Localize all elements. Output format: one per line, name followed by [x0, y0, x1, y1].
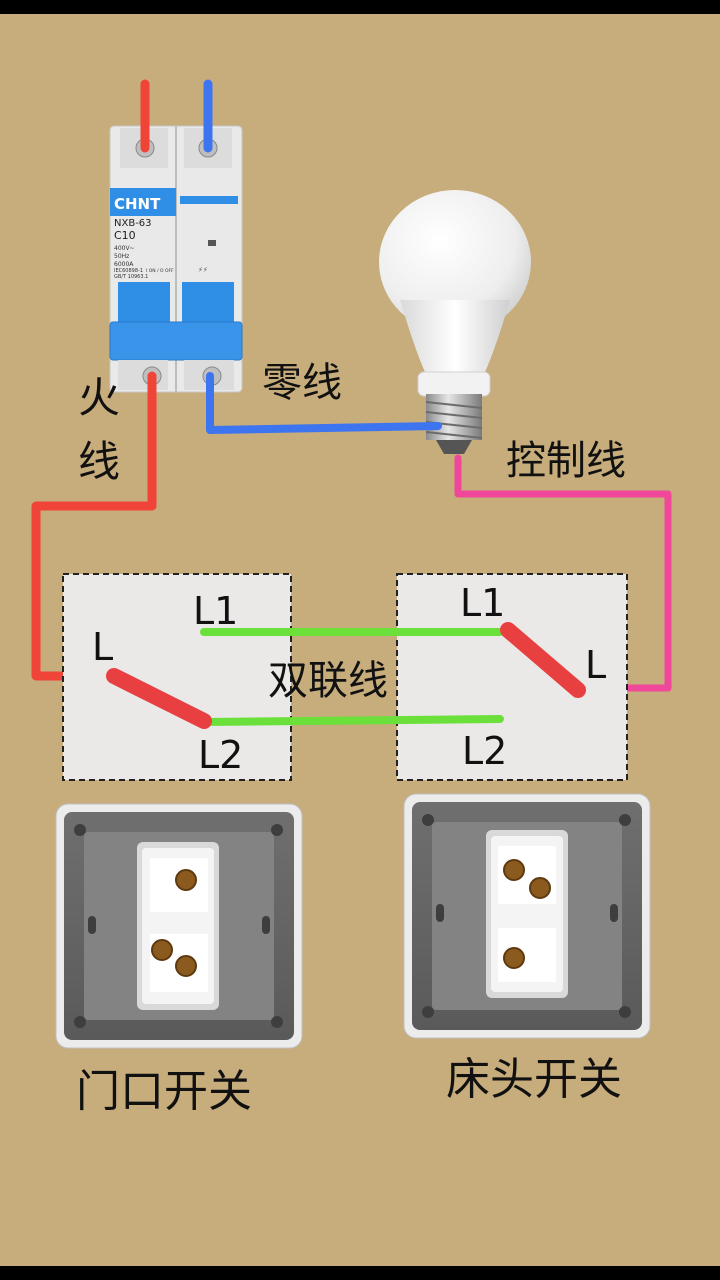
- live-wire-label-2: 线: [78, 437, 120, 486]
- right-switch-terminal-l2-icon: [503, 947, 525, 969]
- traveler-wire-label: 双联线: [268, 658, 388, 704]
- right-switch-schematic: [396, 573, 628, 781]
- breaker-spec-3: 6000A: [114, 261, 134, 268]
- control-wire: [454, 454, 672, 692]
- svg-text:⚡⚡: ⚡⚡: [198, 266, 208, 274]
- left-terminal-l2: L2: [198, 733, 243, 777]
- breaker-spec-2: 50Hz: [114, 253, 129, 260]
- left-switch-schematic: [62, 573, 292, 781]
- neutral-wire-label: 零线: [262, 360, 342, 406]
- breaker-rating: C10: [114, 229, 136, 242]
- breaker-switch-marks: I ON / O OFF: [146, 268, 174, 274]
- right-switch-lever: [500, 622, 586, 698]
- left-switch-caption: 门口开关: [76, 1066, 252, 1117]
- control-wire-label: 控制线: [506, 438, 626, 484]
- right-switch-terminal-l-icon: [529, 877, 551, 899]
- live-wire: [31, 371, 157, 681]
- right-terminal-l: L: [585, 643, 606, 687]
- live-wire-label-1: 火: [78, 373, 120, 422]
- right-switch-caption: 床头开关: [446, 1054, 622, 1105]
- right-terminal-l1: L1: [460, 581, 505, 625]
- left-switch-terminal-l1-icon: [151, 939, 173, 961]
- right-wall-switch-back: [403, 793, 651, 1039]
- left-terminal-l1: L1: [193, 589, 238, 633]
- left-switch-terminal-l-icon: [175, 869, 197, 891]
- left-wall-switch-back: [55, 803, 303, 1049]
- light-bulb-icon: [379, 190, 531, 454]
- right-terminal-l2: L2: [462, 729, 507, 773]
- right-switch-terminal-l1-icon: [503, 859, 525, 881]
- breaker-model: NXB-63: [114, 218, 152, 229]
- left-switch-terminal-l2-icon: [175, 955, 197, 977]
- traveler-wire-l2: [202, 715, 504, 726]
- breaker-brand: CHNT: [114, 195, 161, 213]
- breaker-std-1: IEC60898-1: [114, 268, 143, 274]
- left-terminal-l: L: [92, 625, 113, 669]
- breaker-std-2: GB/T 10963.1: [114, 274, 148, 280]
- circuit-breaker: CHNT NXB-63 C10 400V~ 50Hz 6000A IEC6089…: [109, 125, 243, 393]
- neutral-wire: [206, 372, 442, 434]
- left-switch-lever: [106, 668, 212, 729]
- breaker-spec-1: 400V~: [114, 245, 135, 252]
